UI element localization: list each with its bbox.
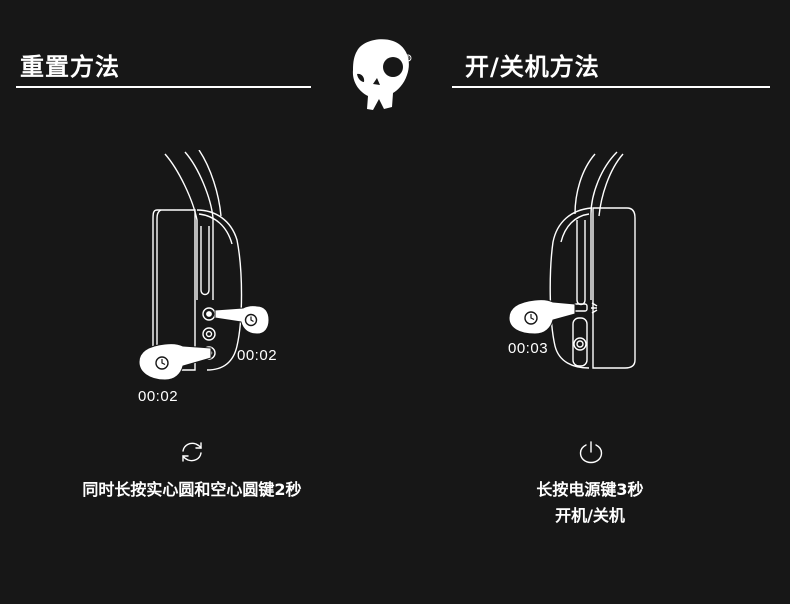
- reset-timer-lower: 00:02: [138, 388, 179, 405]
- skull-logo-icon: ®: [352, 39, 412, 110]
- reset-title-rule: [16, 86, 311, 88]
- power-timer: 00:03: [508, 340, 549, 357]
- reset-title: 重置方法: [20, 53, 120, 81]
- power-icon: [579, 441, 603, 464]
- reset-instruction: 同时长按实心圆和空心圆键2秒: [82, 480, 302, 499]
- svg-text:®: ®: [406, 56, 410, 61]
- power-instruction-line1: 长按电源键3秒: [536, 480, 644, 499]
- power-title: 开/关机方法: [465, 53, 600, 81]
- headphone-power-illustration: [508, 151, 636, 369]
- power-instruction-line2: 开机/关机: [555, 506, 625, 525]
- power-title-rule: [452, 86, 770, 88]
- reset-timer-upper: 00:02: [237, 347, 278, 364]
- refresh-icon: [182, 442, 202, 462]
- headphone-reset-illustration: [138, 150, 270, 380]
